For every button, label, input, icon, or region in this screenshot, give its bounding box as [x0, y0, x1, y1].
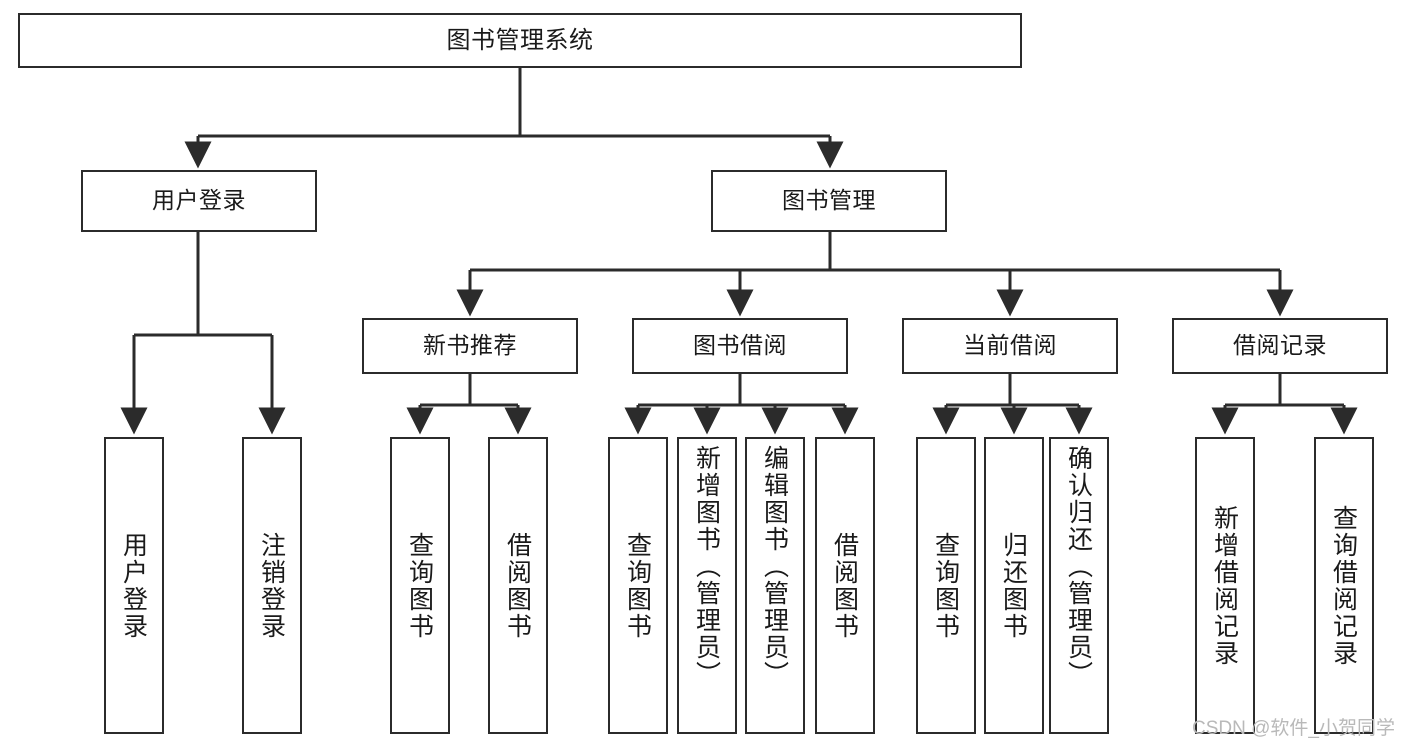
leaf-logout[interactable]: 注销登录: [242, 437, 302, 734]
node-label: 查询图书: [931, 531, 961, 640]
node-label: 查询图书: [623, 531, 653, 640]
node-label: 查询借阅记录: [1329, 504, 1359, 667]
node-label: 用户登录: [152, 187, 246, 214]
node-label: 图书管理系统: [446, 25, 594, 54]
node-book-borrowing[interactable]: 图书借阅: [632, 318, 848, 374]
leaf-return-book[interactable]: 归还图书: [984, 437, 1044, 734]
node-new-book-recommendation[interactable]: 新书推荐: [362, 318, 578, 374]
leaf-query-book-borrow[interactable]: 查询图书: [608, 437, 668, 734]
node-label: 查询图书: [405, 531, 435, 640]
leaf-query-book-current[interactable]: 查询图书: [916, 437, 976, 734]
node-label: 用户登录: [119, 531, 149, 640]
leaf-user-login[interactable]: 用户登录: [104, 437, 164, 734]
node-label: 图书管理: [782, 187, 876, 214]
leaf-confirm-return-admin[interactable]: 确认归还（管理员）: [1049, 437, 1109, 734]
node-user-login[interactable]: 用户登录: [81, 170, 317, 232]
node-book-management[interactable]: 图书管理: [711, 170, 947, 232]
leaf-borrow-book[interactable]: 借阅图书: [815, 437, 875, 734]
node-label: 编辑图书（管理员）: [760, 445, 790, 688]
node-borrowing-record[interactable]: 借阅记录: [1172, 318, 1388, 374]
node-label: 新增图书（管理员）: [692, 445, 722, 688]
node-label: 借阅记录: [1233, 332, 1327, 359]
node-label: 借阅图书: [503, 531, 533, 640]
leaf-query-borrow-record[interactable]: 查询借阅记录: [1314, 437, 1374, 734]
leaf-borrow-book-new[interactable]: 借阅图书: [488, 437, 548, 734]
leaf-query-book-new[interactable]: 查询图书: [390, 437, 450, 734]
node-label: 注销登录: [257, 531, 287, 640]
leaf-add-book-admin[interactable]: 新增图书（管理员）: [677, 437, 737, 734]
node-label: 归还图书: [999, 531, 1029, 640]
node-label: 借阅图书: [830, 531, 860, 640]
node-label: 当前借阅: [963, 332, 1057, 359]
leaf-add-borrow-record[interactable]: 新增借阅记录: [1195, 437, 1255, 734]
node-label: 新增借阅记录: [1210, 504, 1240, 667]
node-label: 图书借阅: [693, 332, 787, 359]
node-label: 新书推荐: [423, 332, 517, 359]
node-label: 确认归还（管理员）: [1064, 445, 1094, 688]
node-root-book-management-system[interactable]: 图书管理系统: [18, 13, 1022, 68]
leaf-edit-book-admin[interactable]: 编辑图书（管理员）: [745, 437, 805, 734]
node-current-borrowing[interactable]: 当前借阅: [902, 318, 1118, 374]
